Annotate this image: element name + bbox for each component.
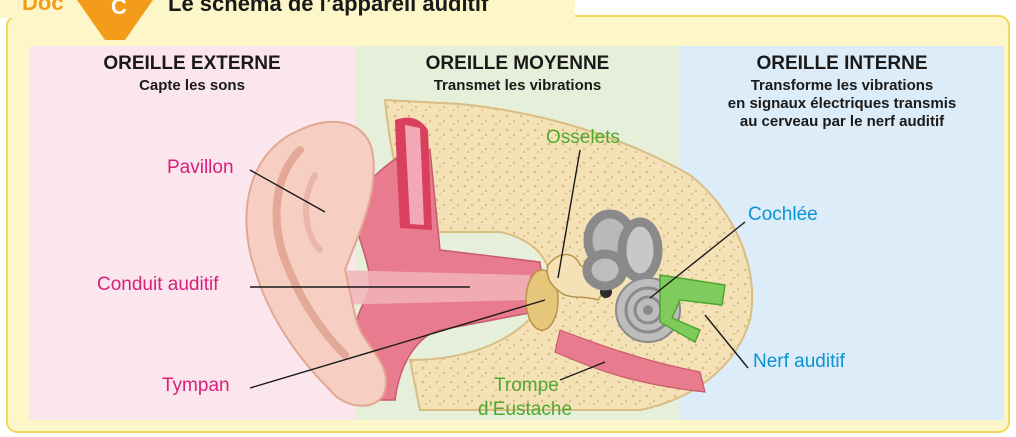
sub-interne-2: en signaux électriques transmis xyxy=(680,95,1004,113)
inner-ear-shape xyxy=(587,214,658,286)
doc-prefix: Doc xyxy=(22,0,64,16)
sub-externe-1: Capte les sons xyxy=(29,77,355,95)
sub-interne-1: Transforme les vibrations xyxy=(680,77,1004,95)
label-trompe-2: d’Eustache xyxy=(478,399,572,421)
label-cochlee: Cochlée xyxy=(748,204,818,226)
doc-letter: C xyxy=(111,0,127,20)
sub-interne-3: au cerveau par le nerf auditif xyxy=(680,113,1004,131)
heading-externe: OREILLE EXTERNE xyxy=(29,53,355,75)
heading-interne: OREILLE INTERNE xyxy=(680,53,1004,75)
label-osselets: Osselets xyxy=(546,127,620,149)
sub-moyenne-1: Transmet les vibrations xyxy=(355,77,680,95)
label-conduit: Conduit auditif xyxy=(97,274,218,296)
label-trompe-1: Trompe xyxy=(494,375,559,397)
label-pavillon: Pavillon xyxy=(167,157,234,179)
heading-moyenne: OREILLE MOYENNE xyxy=(355,53,680,75)
label-tympan: Tympan xyxy=(162,375,230,397)
label-nerf: Nerf auditif xyxy=(753,351,845,373)
figure-title: Le schéma de l’appareil auditif xyxy=(168,0,488,17)
